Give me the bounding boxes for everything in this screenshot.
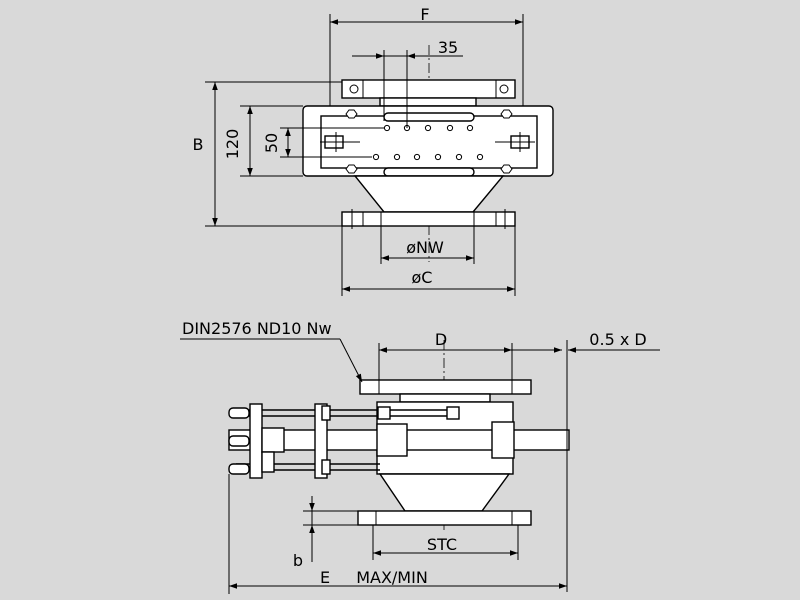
bottom-flange bbox=[341, 211, 516, 227]
dim-120-label: 120 bbox=[223, 129, 242, 160]
side-view: D 0.5 x D DIN2576 ND10 Nw STC b E MAX/MI… bbox=[180, 319, 660, 594]
dim-35-label: 35 bbox=[438, 38, 458, 57]
dim-50-label: 50 bbox=[262, 133, 281, 153]
side-bottom-flange bbox=[357, 510, 532, 526]
dim-NW-label: øNW bbox=[406, 238, 444, 257]
dim-D-label: D bbox=[435, 330, 447, 349]
dim-B-label: B bbox=[193, 135, 204, 154]
lower-hole-row bbox=[372, 153, 484, 161]
upper-slot bbox=[383, 112, 475, 122]
dim-max-min-label: MAX/MIN bbox=[356, 568, 428, 587]
top-hopper bbox=[353, 175, 505, 213]
dim-E-label: E bbox=[320, 568, 330, 587]
dim-C-label: øC bbox=[412, 268, 433, 287]
dim-b-label: b bbox=[293, 551, 303, 570]
dim-F-label: F bbox=[420, 5, 429, 24]
dim-half-D-label: 0.5 x D bbox=[589, 330, 646, 349]
top-neck bbox=[379, 97, 477, 107]
top-flange bbox=[341, 79, 516, 99]
top-view: F 35 B 120 50 øNW øC bbox=[193, 5, 554, 296]
dim-STC-label: STC bbox=[427, 535, 457, 554]
upper-hole-row bbox=[383, 124, 474, 132]
cylinder-bracket-left bbox=[249, 403, 263, 479]
right-cylinder-clamp bbox=[495, 132, 535, 152]
side-top-flange bbox=[359, 379, 532, 395]
lower-slot bbox=[383, 167, 475, 177]
left-cylinder-clamp bbox=[320, 132, 360, 152]
side-hopper bbox=[378, 473, 511, 512]
flange-note-label: DIN2576 ND10 Nw bbox=[182, 319, 332, 338]
